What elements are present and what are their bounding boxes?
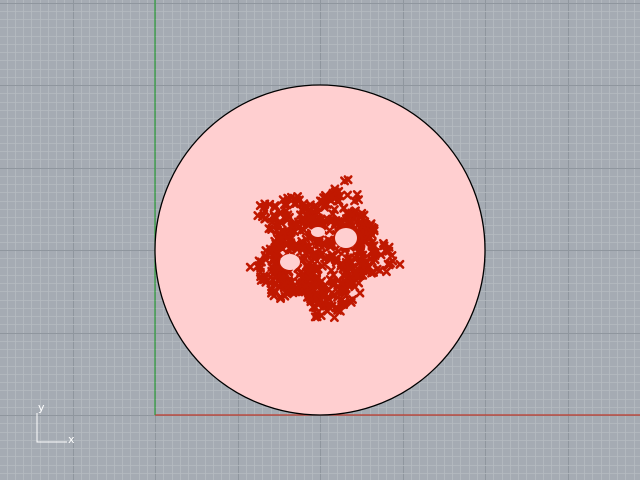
cross-mark	[369, 241, 379, 251]
cross-mark	[339, 203, 349, 213]
cross-mark	[334, 287, 343, 297]
cross-mark	[277, 273, 286, 282]
cross-mark	[341, 269, 351, 279]
cross-mark	[385, 258, 395, 268]
cross-mark	[294, 270, 304, 280]
cross-mark	[325, 226, 335, 236]
cross-mark	[306, 245, 316, 255]
cross-mark	[278, 227, 287, 237]
cross-mark	[320, 289, 329, 299]
cross-mark	[343, 175, 353, 185]
cross-mark	[324, 235, 334, 245]
cross-mark	[327, 191, 337, 201]
cross-mark	[395, 259, 405, 269]
cross-mark	[343, 190, 353, 200]
cross-mark	[336, 300, 346, 310]
cross-mark	[275, 242, 284, 251]
cross-mark	[253, 211, 263, 221]
cross-mark	[312, 290, 321, 299]
cross-mark	[269, 202, 279, 212]
cross-mark	[260, 199, 270, 209]
cross-mark	[366, 219, 376, 229]
cross-mark	[346, 297, 356, 307]
cross-mark	[331, 303, 341, 313]
cross-mark	[307, 214, 316, 223]
cross-mark	[329, 270, 339, 280]
cross-mark	[370, 248, 380, 258]
cross-mark	[315, 245, 325, 255]
pattern-gap	[280, 254, 300, 270]
cross-mark	[307, 282, 317, 292]
cross-mark	[304, 289, 313, 299]
cross-mark	[301, 234, 311, 244]
cross-mark	[312, 274, 322, 284]
cross-mark	[330, 184, 340, 194]
cross-mark	[356, 247, 365, 257]
axis-widget-icon	[36, 413, 67, 443]
cross-mark	[326, 265, 336, 275]
cross-mark	[293, 192, 303, 202]
cross-mark	[298, 244, 308, 254]
cross-pattern-object[interactable]	[245, 175, 405, 323]
cross-mark	[324, 302, 334, 312]
cross-mark	[300, 202, 310, 212]
cross-mark	[350, 196, 360, 206]
cross-mark	[295, 279, 305, 289]
cross-mark	[351, 268, 360, 277]
cross-mark	[271, 287, 281, 297]
cross-mark	[342, 254, 352, 264]
cross-mark	[286, 286, 296, 295]
cross-mark	[256, 275, 266, 285]
cross-mark	[353, 241, 362, 250]
cross-mark	[325, 255, 335, 265]
cross-mark	[261, 213, 271, 223]
cross-mark	[326, 216, 335, 225]
cross-mark	[355, 288, 365, 298]
cross-mark	[316, 215, 325, 224]
pattern-gap	[311, 227, 325, 237]
cross-mark	[331, 257, 341, 267]
cross-mark	[334, 196, 344, 206]
cross-mark	[356, 211, 366, 221]
cross-mark	[289, 199, 299, 209]
cross-mark	[369, 226, 379, 236]
cross-mark	[341, 286, 350, 296]
cross-mark	[384, 246, 394, 256]
cross-mark	[329, 313, 339, 323]
widget-y-label: y	[38, 401, 45, 414]
cross-mark	[347, 210, 357, 220]
cross-mark	[369, 267, 379, 277]
cross-mark	[315, 196, 325, 206]
cross-mark	[255, 267, 265, 277]
pattern-gap	[335, 228, 357, 248]
cross-mark	[269, 210, 279, 220]
cross-mark	[337, 220, 346, 229]
cross-mark	[301, 217, 310, 226]
cross-mark	[292, 220, 301, 230]
cross-mark	[261, 255, 271, 265]
cross-mark	[306, 271, 316, 281]
cross-mark	[281, 211, 291, 221]
cross-mark	[269, 256, 278, 265]
cross-mark	[270, 264, 279, 274]
widget-x-label: x	[68, 433, 75, 446]
cross-mark	[352, 190, 362, 200]
cross-mark	[367, 257, 377, 267]
cross-mark	[327, 240, 337, 250]
cross-mark	[312, 309, 322, 319]
cross-mark	[358, 253, 367, 262]
cross-mark	[339, 299, 349, 309]
cross-mark	[245, 262, 255, 272]
cross-mark	[317, 261, 327, 271]
